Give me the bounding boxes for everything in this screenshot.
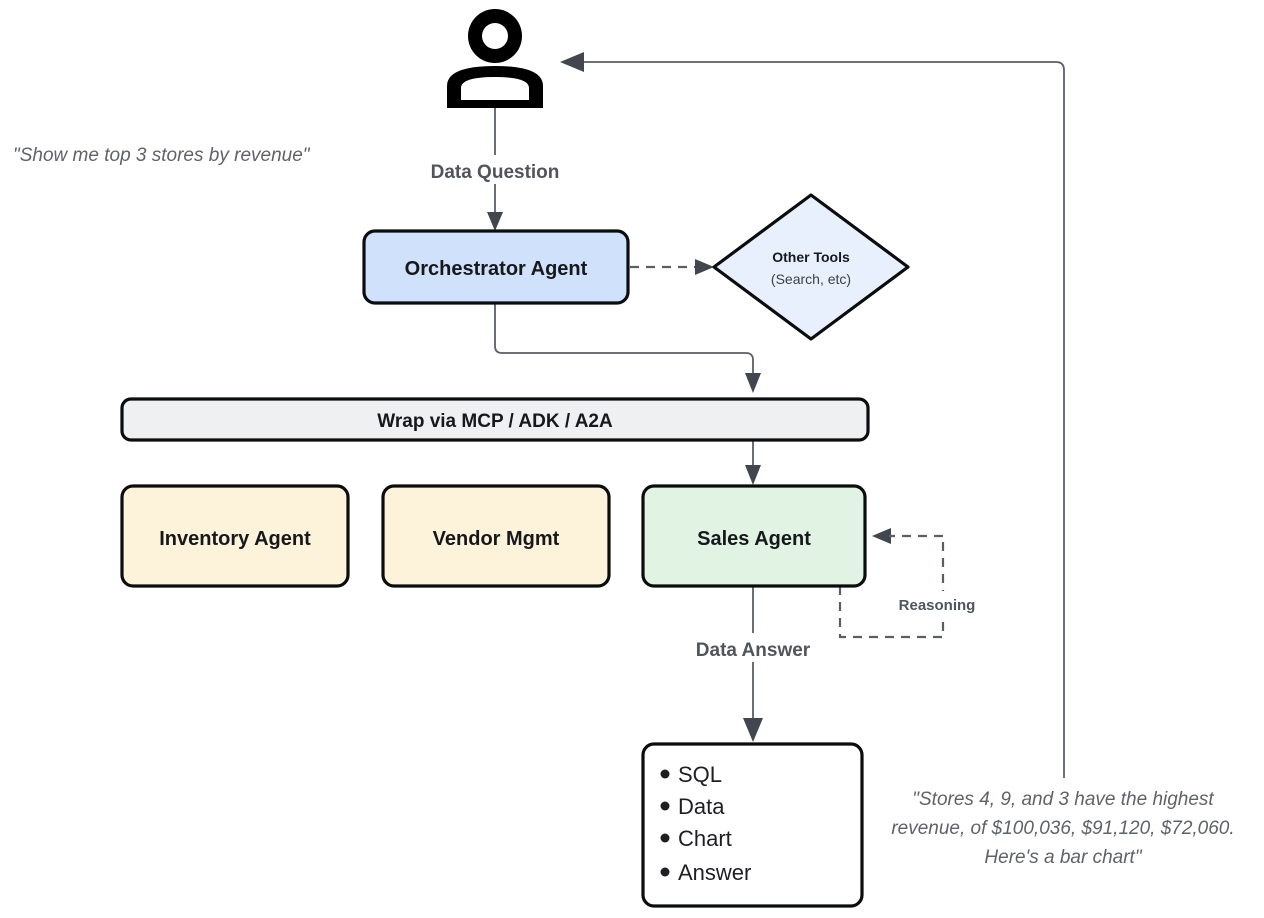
orchestrator-agent-label: Orchestrator Agent (405, 258, 588, 280)
vendor-mgmt-label: Vendor Mgmt (433, 528, 560, 550)
output-item-data: Data (678, 794, 725, 819)
edge-sales-agent-reasoning-loop (838, 528, 945, 639)
edge-label-data-question: Data Question (409, 155, 581, 184)
other-tools-sublabel: (Search, etc) (771, 271, 851, 287)
edge-label-data-answer: Data Answer (670, 633, 826, 662)
arrowhead-down-icon (487, 212, 503, 231)
arrowhead-left-icon (872, 528, 891, 544)
user-response-quote-line-2: revenue, of $100,036, $91,120, $72,060. (891, 818, 1234, 839)
bullet-dot-icon (660, 801, 670, 811)
edge-sales-agent-to-output (743, 586, 763, 742)
inventory-agent-label: Inventory Agent (159, 528, 311, 550)
edge-user-to-orchestrator (487, 108, 503, 231)
output-item-chart: Chart (678, 826, 732, 851)
bullet-dot-icon (660, 867, 670, 877)
data-answer-label: Data Answer (696, 640, 811, 661)
node-sales-agent[interactable]: Sales Agent (641, 484, 867, 588)
arrowhead-down-icon (743, 718, 763, 742)
node-orchestrator-agent[interactable]: Orchestrator Agent (362, 229, 630, 305)
bullet-dot-icon (660, 769, 670, 779)
edge-orchestrator-to-wrapper (494, 304, 761, 393)
reasoning-label: Reasoning (899, 597, 976, 614)
output-item-answer: Answer (678, 860, 751, 885)
wrapper-bar-label: Wrap via MCP / ADK / A2A (377, 411, 613, 432)
user-response-quote-line-1: "Stores 4, 9, and 3 have the highest (912, 789, 1214, 810)
bullet-dot-icon (660, 833, 670, 843)
edge-output-to-user-feedback (560, 52, 1065, 778)
output-item-sql: SQL (678, 762, 722, 787)
user-person-icon (447, 9, 543, 108)
sales-agent-label: Sales Agent (697, 528, 811, 550)
other-tools-label: Other Tools (772, 249, 850, 265)
node-output-box[interactable]: SQL Data Chart Answer (641, 742, 864, 908)
user-response-quote-line-3: Here's a bar chart" (984, 847, 1142, 868)
edge-wrapper-to-sales-agent (745, 440, 761, 485)
data-question-label: Data Question (431, 162, 560, 183)
arrowhead-right-icon (695, 259, 714, 275)
node-inventory-agent[interactable]: Inventory Agent (120, 484, 350, 588)
node-other-tools[interactable]: Other Tools (Search, etc) (712, 193, 910, 341)
edge-label-reasoning: Reasoning (884, 591, 990, 615)
node-vendor-mgmt[interactable]: Vendor Mgmt (381, 484, 611, 588)
arrowhead-down-icon (745, 465, 761, 485)
node-wrapper-bar[interactable]: Wrap via MCP / ADK / A2A (120, 397, 870, 442)
user-response-quote: "Stores 4, 9, and 3 have the highest rev… (891, 789, 1234, 868)
arrowhead-left-icon (560, 52, 584, 72)
user-request-quote: "Show me top 3 stores by revenue" (13, 145, 311, 166)
arrowhead-down-icon (745, 373, 761, 393)
edge-orchestrator-to-other-tools (630, 259, 714, 275)
